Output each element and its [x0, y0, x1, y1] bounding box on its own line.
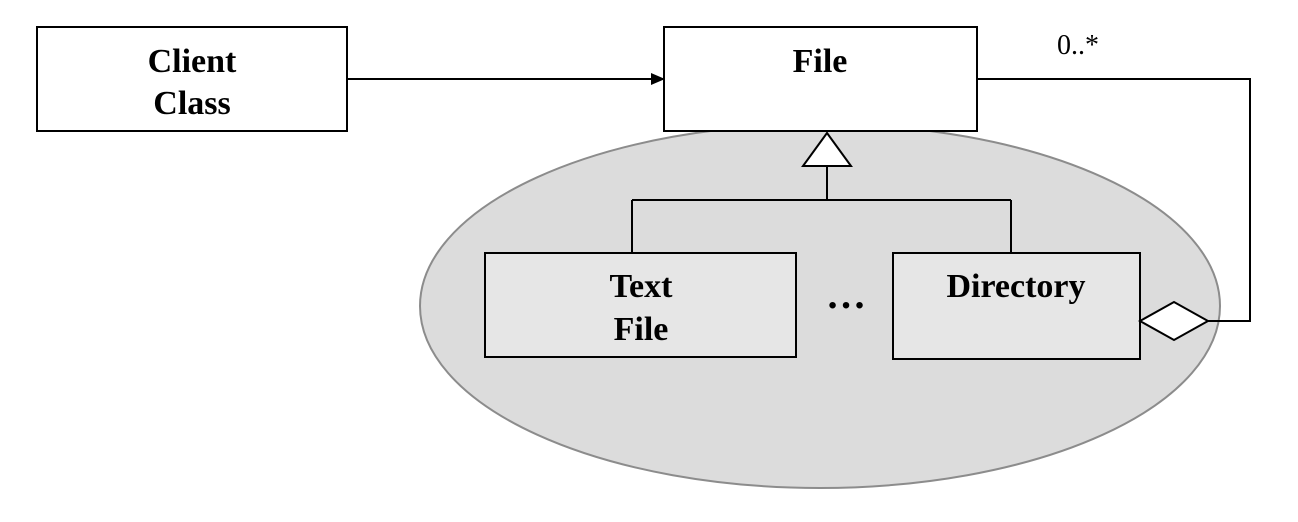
multiplicity-label: 0..*: [1057, 30, 1099, 61]
file-node[interactable]: File: [663, 26, 978, 132]
ellipsis-label: …: [826, 272, 866, 317]
aggregation-line: [977, 78, 1251, 322]
text-file-label-line1: Text: [610, 268, 674, 305]
text-file-node[interactable]: Text File: [484, 252, 797, 358]
file-label: File: [793, 43, 848, 80]
directory-node[interactable]: Directory: [892, 252, 1141, 360]
client-class-label-line2: Class: [153, 85, 230, 122]
file-box: [663, 26, 978, 132]
directory-box: [892, 252, 1141, 360]
client-class-box: [36, 26, 348, 132]
directory-label: Directory: [946, 268, 1085, 305]
text-file-label-line2: File: [614, 311, 669, 348]
text-file-box: [484, 252, 797, 358]
client-class-label-line1: Client: [148, 43, 237, 80]
client-class-node[interactable]: Client Class: [36, 26, 348, 132]
